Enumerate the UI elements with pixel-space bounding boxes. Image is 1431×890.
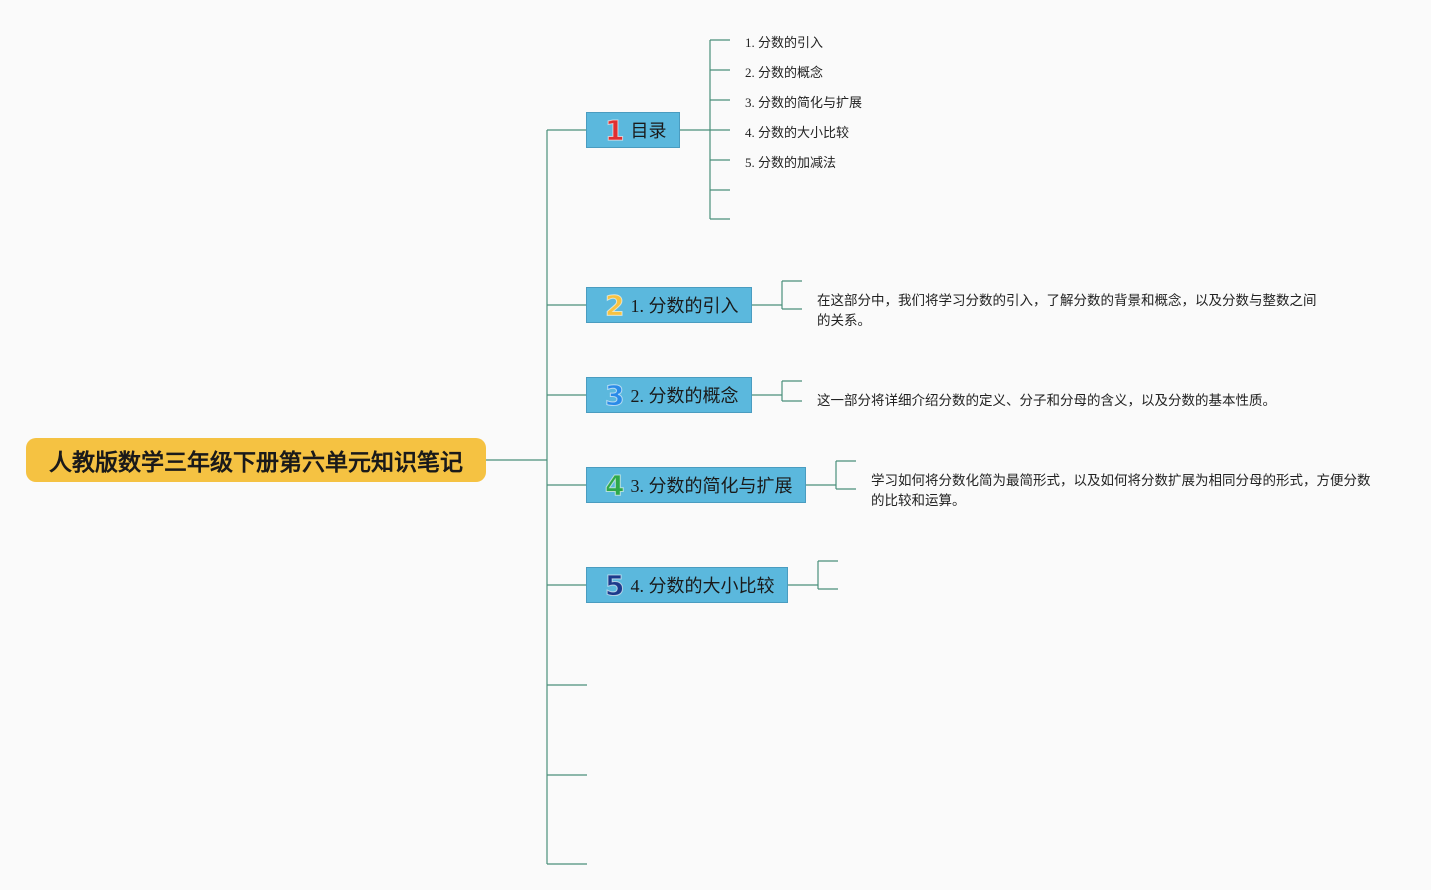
branch-concept[interactable]: 3 2. 分数的概念 xyxy=(586,377,752,413)
branch-simplify[interactable]: 4 3. 分数的简化与扩展 xyxy=(586,467,806,503)
branch-number: 2 xyxy=(604,288,625,322)
branch-label: 3. 分数的简化与扩展 xyxy=(630,476,793,496)
intro-description[interactable]: 在这部分中，我们将学习分数的引入，了解分数的背景和概念，以及分数与整数之间的关系… xyxy=(817,293,1317,329)
branch-label: 1. 分数的引入 xyxy=(630,296,739,316)
branch-number: 1 xyxy=(604,113,625,147)
branch-number: 4 xyxy=(604,468,625,502)
branch-number: 3 xyxy=(604,378,625,412)
branch-number: 5 xyxy=(604,568,625,602)
toc-item[interactable]: 3. 分数的简化与扩展 xyxy=(745,95,863,110)
branch-label: 4. 分数的大小比较 xyxy=(630,576,775,596)
toc-item[interactable]: 1. 分数的引入 xyxy=(745,35,824,50)
toc-item[interactable]: 5. 分数的加减法 xyxy=(745,155,837,170)
toc-item[interactable]: 2. 分数的概念 xyxy=(745,65,824,80)
branch-label: 2. 分数的概念 xyxy=(630,386,739,406)
branch-toc[interactable]: 1 目录 xyxy=(586,112,680,148)
branch-label: 目录 xyxy=(630,121,667,141)
toc-item[interactable]: 4. 分数的大小比较 xyxy=(745,125,850,140)
branch-intro[interactable]: 2 1. 分数的引入 xyxy=(586,287,752,323)
branch-compare[interactable]: 5 4. 分数的大小比较 xyxy=(586,567,788,603)
simplify-description[interactable]: 学习如何将分数化简为最简形式，以及如何将分数扩展为相同分母的形式，方便分数的比较… xyxy=(871,473,1371,509)
concept-description[interactable]: 这一部分将详细介绍分数的定义、分子和分母的含义，以及分数的基本性质。 xyxy=(817,393,1276,409)
root-topic[interactable]: 人教版数学三年级下册第六单元知识笔记 xyxy=(26,438,486,482)
root-title: 人教版数学三年级下册第六单元知识笔记 xyxy=(49,450,463,476)
